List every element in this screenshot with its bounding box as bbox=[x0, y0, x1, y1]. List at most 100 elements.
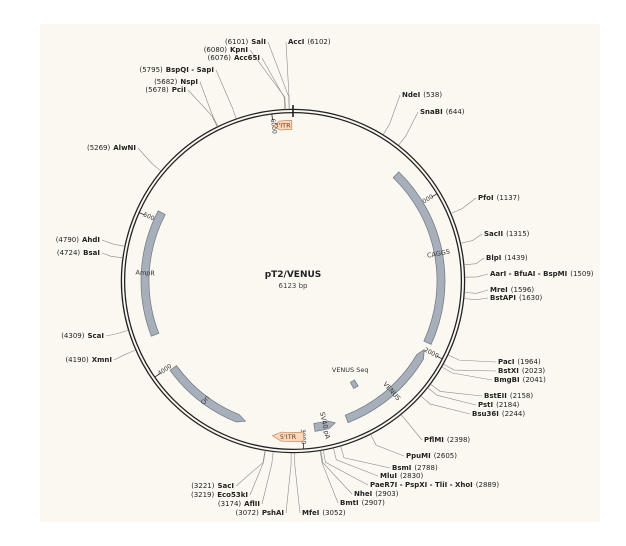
site-leader bbox=[101, 252, 123, 259]
feature-shape bbox=[140, 210, 166, 337]
site-name: PaeR7I - PspXI - TliI - XhoI bbox=[370, 481, 473, 489]
site-position: (5678) bbox=[145, 86, 169, 94]
site-bspqi-sapi: (5795)BspQI - SapI bbox=[139, 66, 214, 74]
feature-shape bbox=[271, 431, 305, 442]
site-name: XmnI bbox=[92, 356, 112, 364]
site-leader bbox=[464, 297, 489, 301]
feature-shape bbox=[169, 365, 247, 423]
site-leader bbox=[235, 450, 266, 487]
site-position: (2158) bbox=[510, 392, 534, 400]
site-leader bbox=[448, 354, 497, 363]
site-position: (6101) bbox=[225, 38, 249, 46]
site-bsteii: BstEII(2158) bbox=[484, 392, 533, 400]
site-name: NspI bbox=[180, 78, 198, 86]
feature-venus: VENUS bbox=[344, 348, 425, 424]
site-position: (538) bbox=[423, 91, 442, 99]
site-mrei: MreI(1596) bbox=[490, 286, 534, 294]
site-position: (4790) bbox=[56, 236, 80, 244]
site-paer7i-pspxi-tlii-xhoi: PaeR7I - PspXI - TliI - XhoI(2889) bbox=[370, 481, 499, 489]
tick-mark bbox=[436, 355, 443, 360]
site-leader bbox=[199, 81, 219, 127]
feature-shape bbox=[313, 420, 336, 432]
site-name: NdeI bbox=[402, 91, 420, 99]
site-name: BstEII bbox=[484, 392, 507, 400]
site-leader bbox=[460, 233, 483, 244]
site-leader bbox=[249, 49, 286, 110]
site-name: MreI bbox=[490, 286, 508, 294]
tick-mark bbox=[271, 114, 274, 121]
site-name: AarI - BfuAI - BspMI bbox=[490, 270, 567, 278]
site-leader bbox=[464, 273, 489, 278]
tick-mark bbox=[431, 193, 437, 198]
site-nspi: (5682)NspI bbox=[154, 78, 198, 86]
feature-shape bbox=[349, 379, 359, 389]
site-leader bbox=[382, 94, 401, 135]
site-leader bbox=[215, 69, 237, 119]
site-position: (2889) bbox=[476, 481, 500, 489]
site-acc65i: (6076)Acc65I bbox=[208, 54, 260, 62]
site-name: BsmI bbox=[392, 464, 411, 472]
plasmid-size: 6123 bp bbox=[279, 282, 308, 290]
feature-label: 3'ITR bbox=[274, 121, 291, 129]
site-nhei: NheI(2903) bbox=[354, 490, 399, 498]
site-position: (1509) bbox=[570, 270, 594, 278]
site-aflii: (3174)AflII bbox=[218, 500, 260, 508]
site-name: BspQI - SapI bbox=[166, 66, 214, 74]
site-position: (1630) bbox=[519, 294, 543, 302]
site-leader bbox=[333, 448, 379, 477]
backbone-inner-ring bbox=[123, 111, 463, 451]
site-leader bbox=[441, 366, 493, 381]
site-name: PshAI bbox=[262, 509, 284, 517]
feature-ampr: AmpR bbox=[135, 210, 166, 337]
site-bmti: BmtI(2907) bbox=[340, 499, 385, 507]
site-leader bbox=[451, 197, 477, 214]
site-name: SacII bbox=[484, 230, 503, 238]
site-mlui: MluI(2830) bbox=[380, 472, 423, 480]
tick-mark bbox=[154, 373, 161, 378]
site-position: (2184) bbox=[496, 401, 520, 409]
feature-5-itr: 5'ITR bbox=[271, 431, 305, 442]
site-position: (4190) bbox=[65, 356, 89, 364]
site-name: ScaI bbox=[87, 332, 104, 340]
site-pflmi: PflMI(2398) bbox=[424, 436, 470, 444]
feature-sv40-pa: SV40 pA bbox=[313, 411, 336, 440]
feature-label: AmpR bbox=[135, 268, 155, 277]
site-ppumi: PpuMI(2605) bbox=[406, 452, 457, 460]
site-position: (2903) bbox=[375, 490, 399, 498]
site-leader bbox=[319, 450, 339, 504]
site-name: Bsu36I bbox=[472, 410, 499, 418]
site-name: Eco53kI bbox=[217, 491, 248, 499]
site-leader bbox=[101, 239, 125, 247]
site-name: PciI bbox=[172, 86, 186, 94]
tick-mark bbox=[139, 212, 146, 216]
site-position: (6102) bbox=[307, 38, 331, 46]
site-name: MluI bbox=[380, 472, 397, 480]
site-name: Acc65I bbox=[234, 54, 260, 62]
site-name: KpnI bbox=[230, 46, 248, 54]
site-blpi: BlpI(1439) bbox=[486, 254, 528, 262]
site-leader bbox=[320, 450, 353, 495]
site-name: AhdI bbox=[82, 236, 100, 244]
site-saci: (3221)SacI bbox=[191, 482, 234, 490]
feature-3-itr: 3'ITR bbox=[272, 120, 293, 131]
site-psti: PstI(2184) bbox=[478, 401, 520, 409]
site-position: (2398) bbox=[447, 436, 471, 444]
site-name: BmtI bbox=[340, 499, 359, 507]
feature-venus-seq: VENUS Seq bbox=[332, 366, 369, 389]
site-leader bbox=[294, 452, 301, 514]
site-bmgbi: BmgBI(2041) bbox=[494, 376, 546, 384]
site-name: SalI bbox=[251, 38, 266, 46]
site-position: (2830) bbox=[400, 472, 424, 480]
site-name: BlpI bbox=[486, 254, 501, 262]
site-name: AccI bbox=[288, 38, 304, 46]
site-name: AflII bbox=[244, 500, 260, 508]
site-position: (6080) bbox=[204, 46, 228, 54]
plasmid-name: pT2/VENUS bbox=[265, 270, 322, 280]
site-snabi: SnaBI(644) bbox=[420, 108, 465, 116]
site-position: (5269) bbox=[87, 144, 111, 152]
site-bsu36i: Bsu36I(2244) bbox=[472, 410, 525, 418]
site-position: (2244) bbox=[502, 410, 526, 418]
site-xmni: (4190)XmnI bbox=[65, 356, 112, 364]
site-name: SacI bbox=[217, 482, 234, 490]
site-leader bbox=[261, 57, 286, 110]
